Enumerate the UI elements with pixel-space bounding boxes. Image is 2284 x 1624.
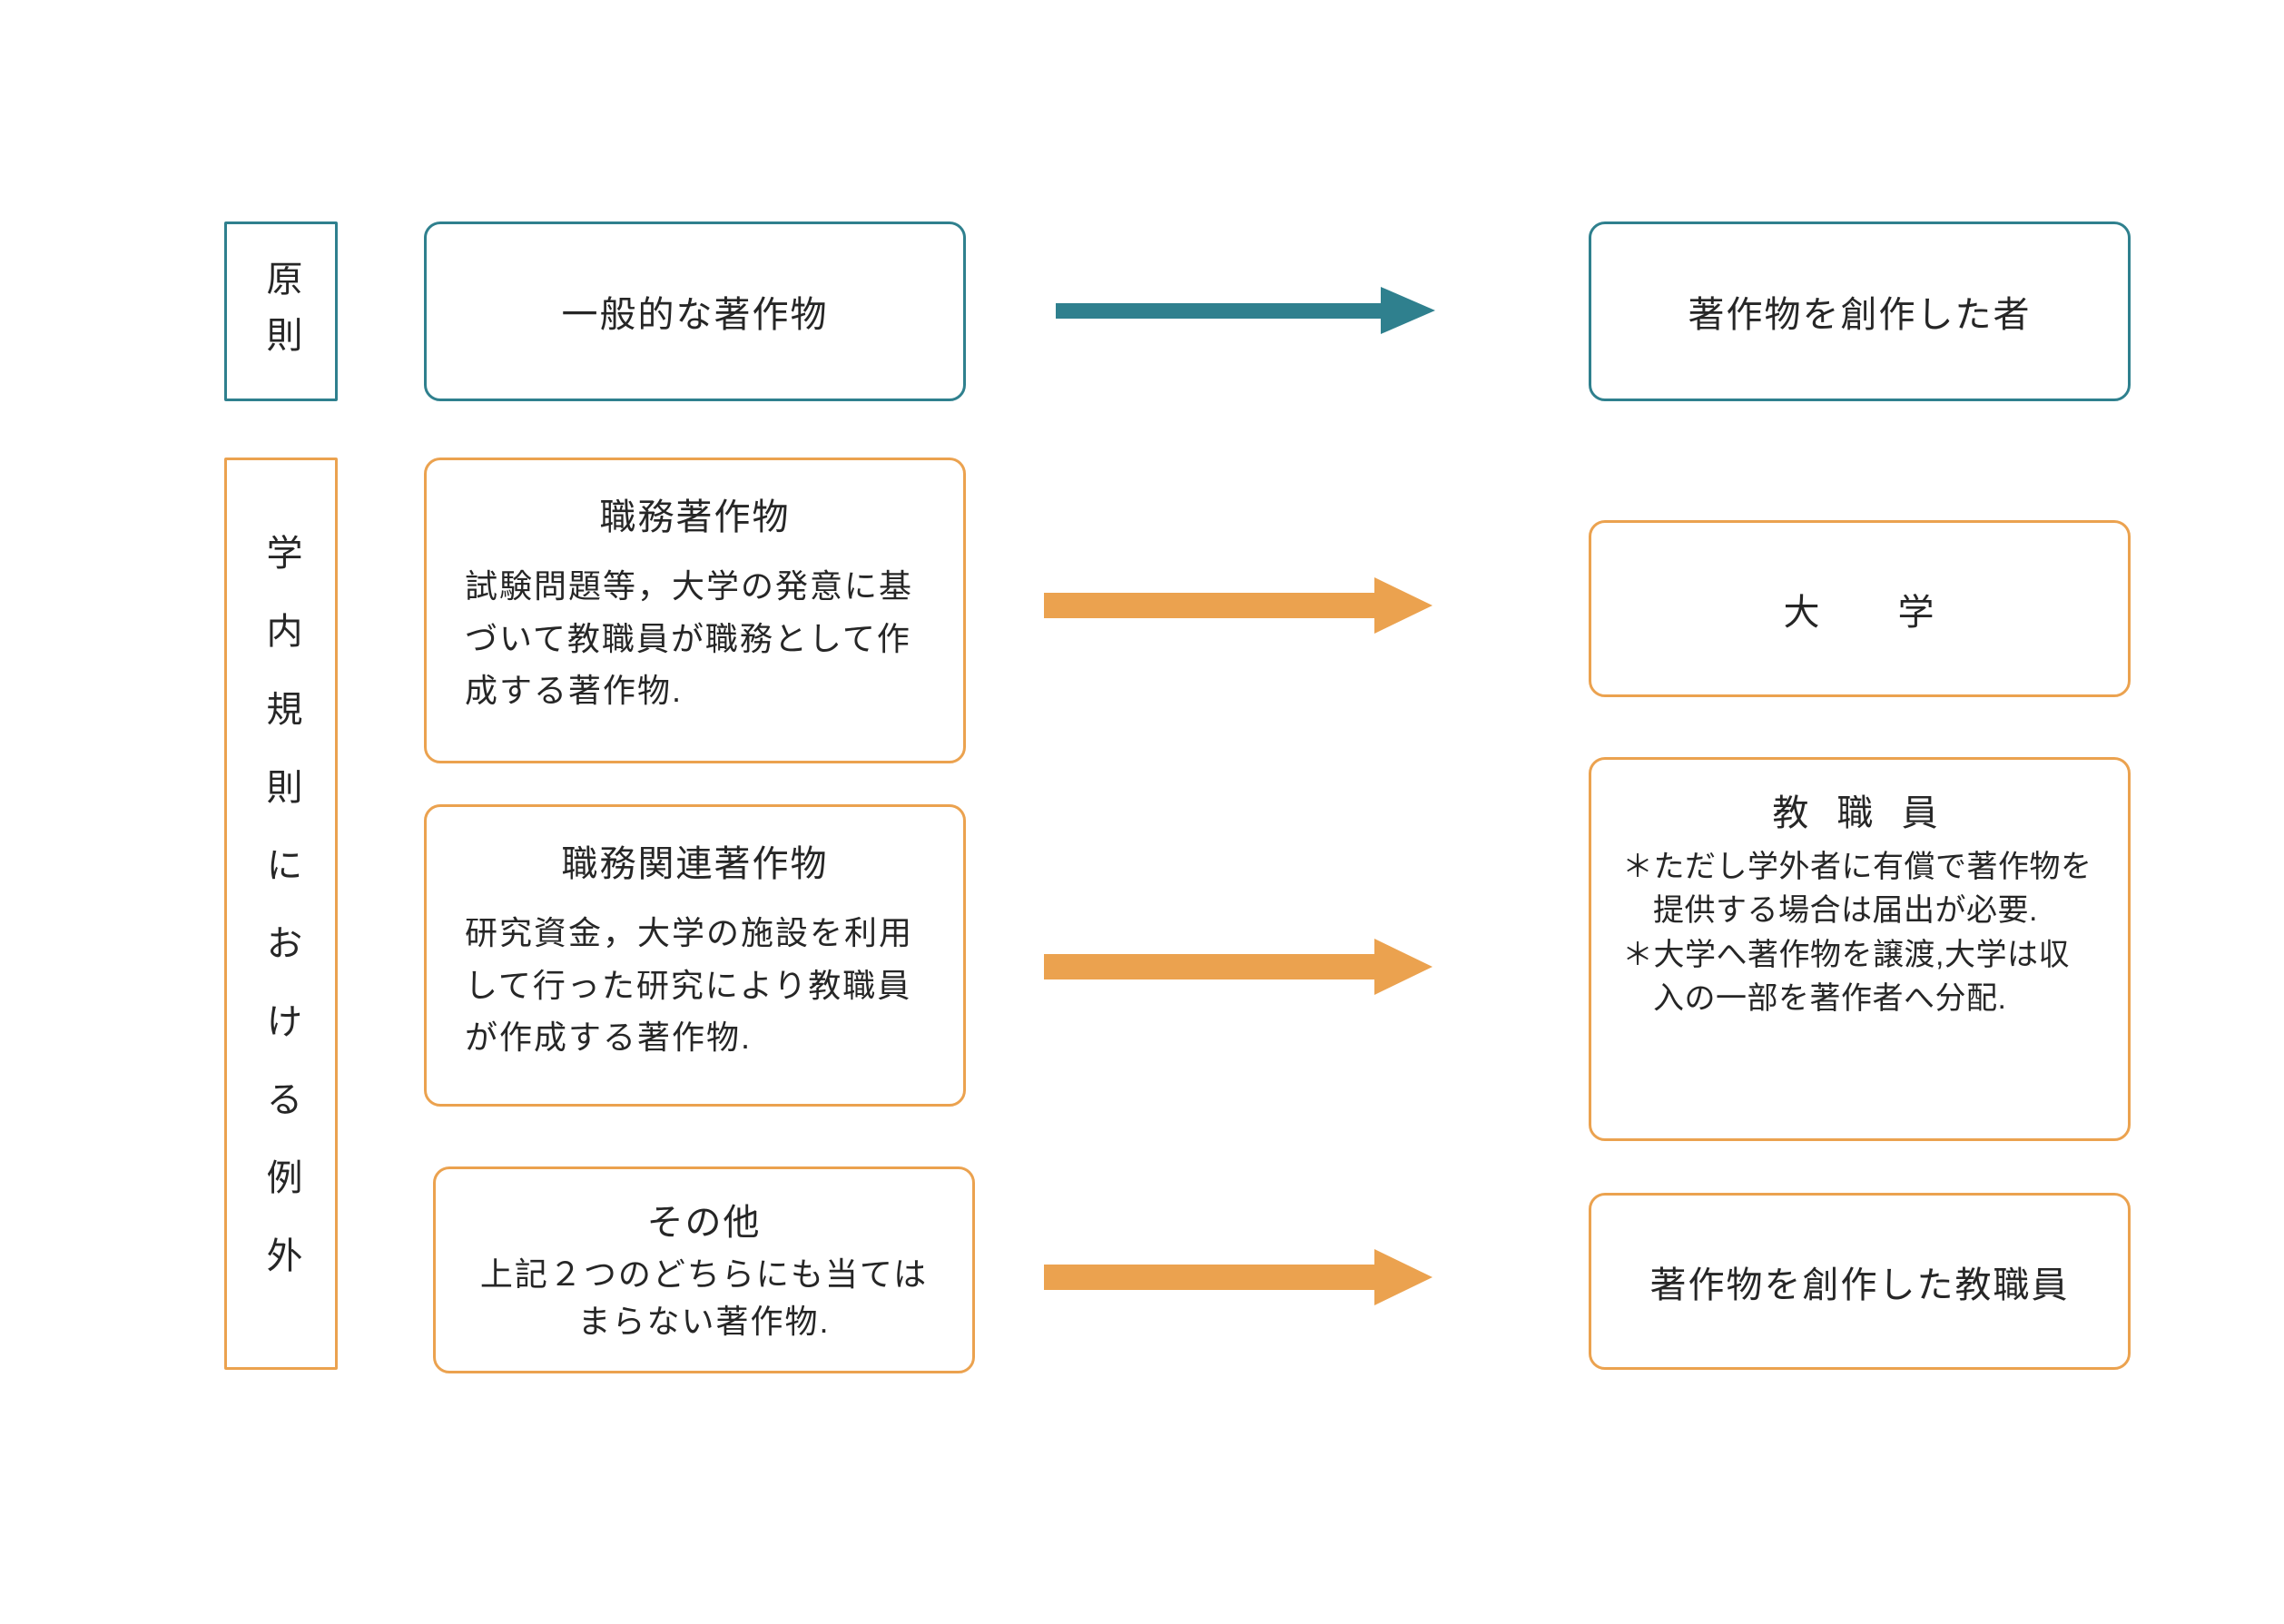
arrow-shaft (1044, 954, 1374, 979)
other-body: 上記２つのどちらにも当てはまらない著作物. (479, 1255, 929, 1341)
university-box: 大 学 (1589, 520, 2131, 697)
arrow-head (1374, 577, 1432, 634)
work-related-box: 職務関連著作物 研究資金，大学の施設を利用して行った研究により教職員が作成する著… (424, 804, 966, 1107)
arrow-shaft (1044, 1265, 1374, 1290)
arrow-shaft (1044, 593, 1374, 618)
general-work-box: 一般的な著作物 (424, 221, 966, 401)
work-for-hire-body: 試験問題等，大学の発意に基づいて教職員が職務として作成する著作物. (465, 567, 914, 710)
creator-staff-box: 著作物を創作した教職員 (1589, 1193, 2131, 1370)
arrow-head (1374, 1249, 1432, 1305)
staff-box: 教 職 員 ＊ただし学外者に有償で著作物を提供する場合は届出が必要. ＊大学へ著… (1589, 757, 2131, 1141)
row1-arrow (1044, 577, 1432, 634)
work-related-body: 研究資金，大学の施設を利用して行った研究により教職員が作成する著作物. (465, 914, 914, 1057)
creator-box: 著作物を創作した者 (1589, 221, 2131, 401)
work-for-hire-box: 職務著作物 試験問題等，大学の発意に基づいて教職員が職務として作成する著作物. (424, 458, 966, 763)
other-title: その他 (646, 1203, 762, 1243)
staff-title: 教 職 員 (1772, 793, 1947, 833)
arrow-shaft (1056, 302, 1381, 319)
work-related-title: 職務関連著作物 (561, 844, 829, 884)
exceptions-label-box: 学内規則における例外 (224, 458, 338, 1370)
principle-label-box: 原則 (224, 221, 338, 401)
arrow-head (1381, 287, 1435, 334)
staff-notes: ＊ただし学外者に有償で著作物を提供する場合は届出が必要. ＊大学へ著作物を譲渡,… (1622, 845, 2097, 1020)
staff-note-1: ＊ただし学外者に有償で著作物を提供する場合は届出が必要. (1622, 850, 2092, 929)
staff-note-2: ＊大学へ著作物を譲渡,大学は収入の一部を著作者へ分配. (1622, 937, 2070, 1016)
principle-arrow (1056, 287, 1435, 334)
work-for-hire-title: 職務著作物 (599, 497, 791, 537)
row3-arrow (1044, 1249, 1432, 1305)
arrow-head (1374, 939, 1432, 995)
other-box: その他 上記２つのどちらにも当てはまらない著作物. (433, 1166, 975, 1373)
row2-arrow (1044, 939, 1432, 995)
